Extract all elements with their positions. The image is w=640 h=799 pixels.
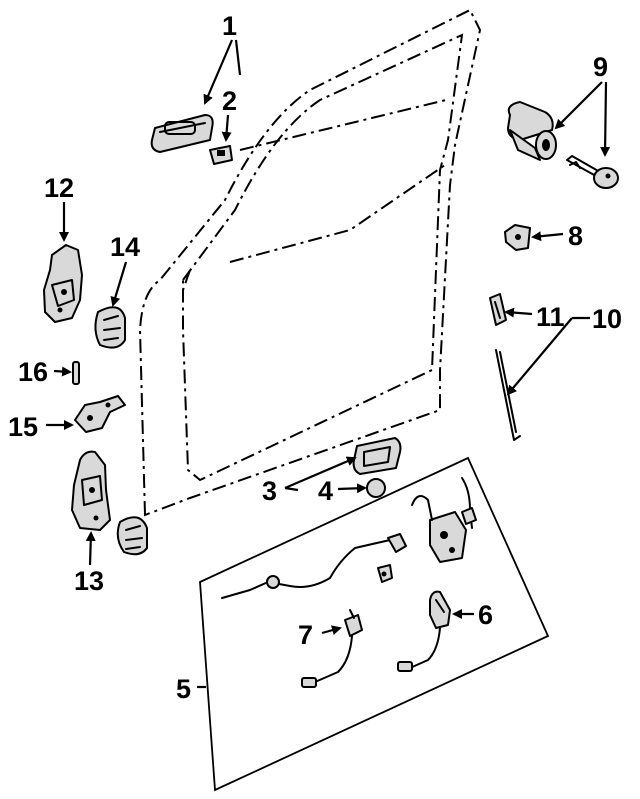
leader-lines [46, 39, 611, 689]
check-link-part [74, 395, 126, 433]
callout-3: 3 [262, 476, 277, 506]
lock-assembly-panel [199, 456, 550, 792]
cylinder-switch-part [301, 609, 363, 688]
callout-labels: 1 2 3 4 5 6 7 8 9 10 11 12 13 14 15 16 [8, 11, 622, 704]
upper-hinge-part [43, 244, 83, 323]
rod-cable-part [221, 533, 407, 599]
callout-15: 15 [8, 412, 38, 442]
callout-12: 12 [44, 173, 74, 203]
callout-14: 14 [110, 232, 140, 262]
callout-10: 10 [592, 304, 622, 334]
callout-5: 5 [176, 674, 191, 704]
callout-1: 1 [222, 11, 237, 41]
lower-shim-part [116, 516, 148, 556]
inside-handle-part [150, 114, 214, 153]
callout-16: 16 [18, 357, 48, 387]
rod-clip-part [489, 293, 507, 326]
lock-assembly-part [411, 477, 477, 563]
plug-part [366, 478, 386, 498]
callout-7: 7 [298, 620, 313, 650]
callout-9: 9 [593, 52, 608, 82]
callout-11: 11 [536, 302, 565, 332]
door-outline [138, 8, 482, 517]
key-part [566, 155, 619, 189]
lock-rod-part [495, 349, 521, 441]
lower-hinge-part [71, 450, 111, 531]
upper-shim-part [94, 306, 126, 349]
lock-cylinder-part [507, 101, 557, 161]
outside-handle-part [397, 590, 451, 672]
callout-8: 8 [568, 221, 583, 251]
callout-13: 13 [74, 566, 104, 596]
handle-bezel-part [352, 437, 402, 475]
callout-4: 4 [318, 476, 333, 506]
handle-clip-part [209, 145, 233, 165]
callout-6: 6 [478, 600, 493, 630]
hinge-pin-part [72, 361, 80, 385]
retainer-part [504, 224, 531, 251]
callout-2: 2 [222, 86, 237, 116]
